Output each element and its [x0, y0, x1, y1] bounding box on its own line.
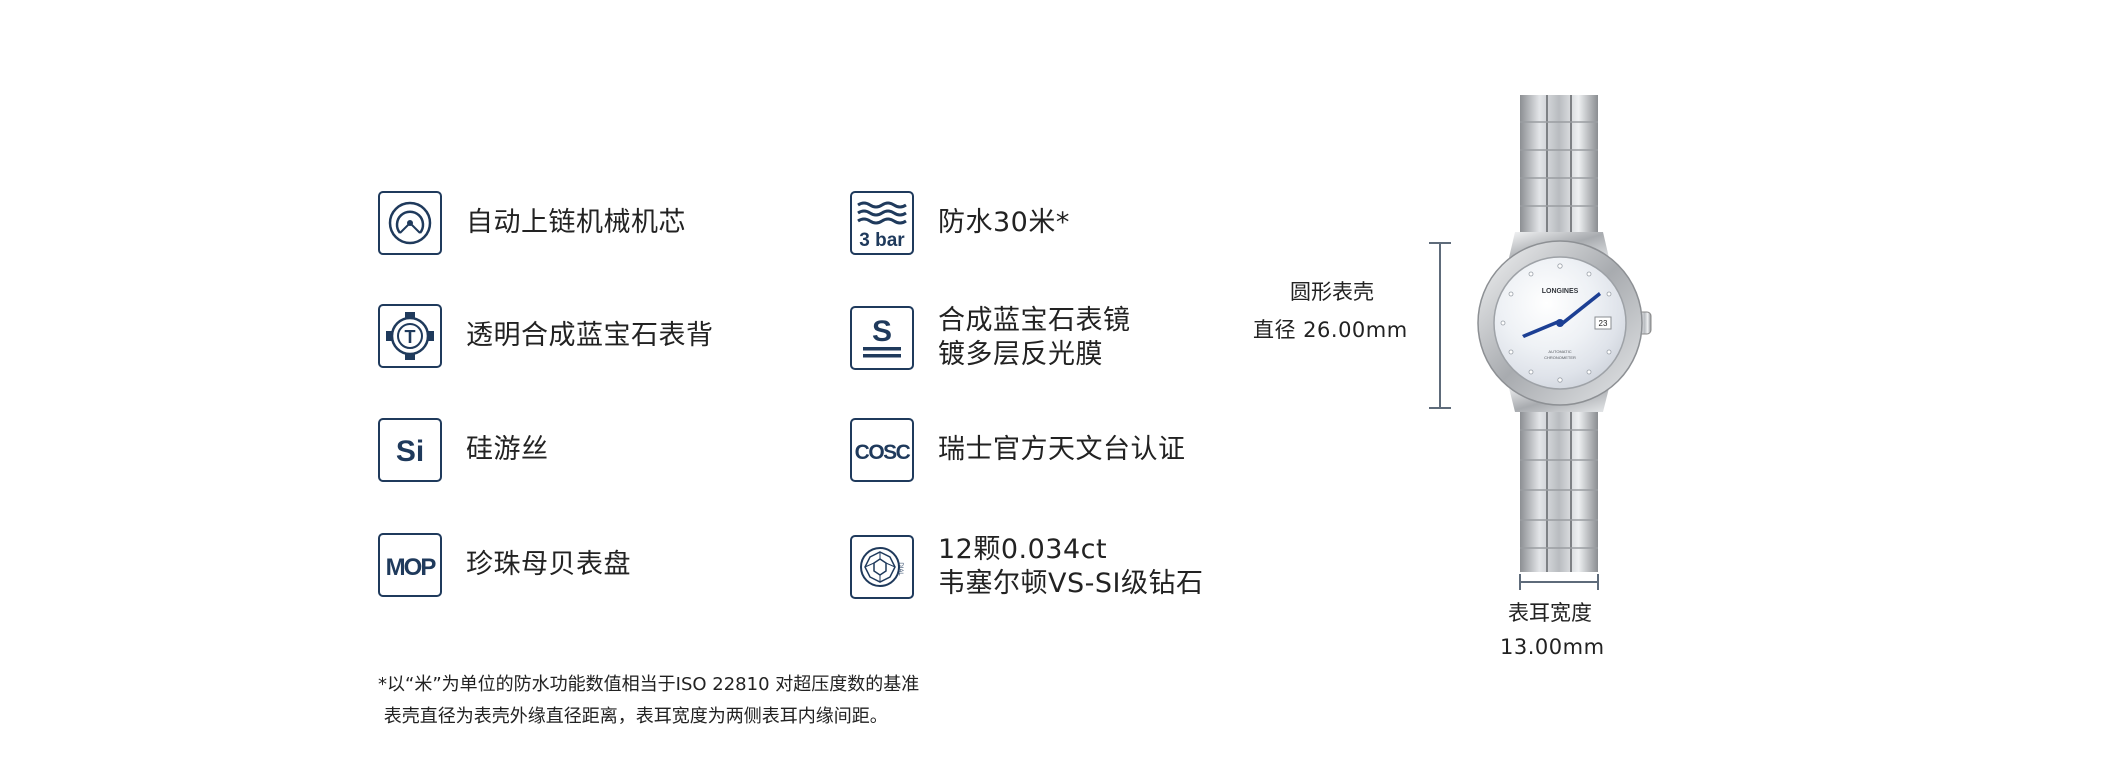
- feature-diamonds: DIAL 12颗0.034ct 韦塞尔顿VS-SI级钻石: [850, 533, 1203, 601]
- feature-line: 自动上链机械机芯: [466, 207, 686, 238]
- icon-text: T: [405, 327, 416, 347]
- diamond-indices: [1500, 263, 1612, 383]
- diamond-icon: DIAL: [850, 535, 914, 599]
- footnote-water-resistance: *以“米”为单位的防水功能数值相当于ISO 22810 对超压度数的基准: [378, 674, 920, 695]
- crown: [1637, 311, 1652, 335]
- lug-width-dimension-line: [1519, 574, 1599, 590]
- brand-logo-text: LONGINES: [1542, 288, 1579, 295]
- lug-width-label: 表耳宽度: [1508, 601, 1592, 625]
- feature-line: 硅游丝: [466, 434, 549, 465]
- feature-line: 透明合成蓝宝石表背: [466, 320, 714, 351]
- icon-text: MOP: [386, 554, 437, 581]
- feature-cosc: COSC 瑞士官方天文台认证: [850, 418, 1186, 482]
- icon-text: Si: [396, 435, 424, 468]
- water-3bar-icon: 3 bar: [850, 191, 914, 255]
- feature-text: 珍珠母贝表盘: [466, 548, 631, 582]
- feature-automatic-movement: 自动上链机械机芯: [378, 191, 686, 255]
- feature-silicon-hairspring: Si 硅游丝: [378, 418, 549, 482]
- feature-text: 自动上链机械机芯: [466, 206, 686, 240]
- lug-width-value: 13.00mm: [1500, 635, 1605, 659]
- case-shape-label: 圆形表壳: [1290, 280, 1374, 304]
- feature-line: 镀多层反光膜: [938, 339, 1103, 370]
- feature-text: 防水30米*: [938, 206, 1070, 240]
- watch-case: [1477, 240, 1643, 406]
- case-diameter-dimension-line: [1429, 242, 1451, 409]
- feature-line: 12颗0.034ct: [938, 534, 1108, 565]
- case-diameter-value: 直径 26.00mm: [1253, 318, 1408, 342]
- bracelet-upper: [1520, 95, 1598, 245]
- rotor-icon: [378, 191, 442, 255]
- icon-text: DIAL: [897, 562, 903, 576]
- mop-dial-icon: MOP: [378, 533, 442, 597]
- feature-line: 瑞士官方天文台认证: [938, 434, 1186, 465]
- feature-text: 合成蓝宝石表镜 镀多层反光膜: [938, 304, 1131, 372]
- dial-text-chronometer: CHRONOMETER: [1544, 355, 1576, 360]
- feature-transparent-caseback: T 透明合成蓝宝石表背: [378, 304, 714, 368]
- silicon-hairspring-icon: Si: [378, 418, 442, 482]
- feature-mop-dial: MOP 珍珠母贝表盘: [378, 533, 631, 597]
- sapphire-crystal-icon: S: [850, 306, 914, 370]
- feature-line: 合成蓝宝石表镜: [938, 305, 1131, 336]
- bracelet-lower: [1520, 400, 1598, 572]
- transparent-caseback-icon: T: [378, 304, 442, 368]
- dial-text-automatic: AUTOMATIC: [1548, 349, 1571, 354]
- icon-text: 3 bar: [859, 230, 905, 251]
- footnote-dimensions: 表壳直径为表壳外缘直径距离，表耳宽度为两侧表耳内缘间距。: [378, 706, 888, 727]
- cosc-icon: COSC: [850, 418, 914, 482]
- feature-water-resistance: 3 bar 防水30米*: [850, 191, 1070, 255]
- watch-hands: [1522, 292, 1601, 338]
- feature-text: 12颗0.034ct 韦塞尔顿VS-SI级钻石: [938, 533, 1203, 601]
- feature-sapphire-crystal: S 合成蓝宝石表镜 镀多层反光膜: [850, 304, 1131, 372]
- feature-line: 韦塞尔顿VS-SI级钻石: [938, 568, 1204, 599]
- feature-text: 硅游丝: [466, 433, 549, 467]
- icon-text: S: [872, 315, 892, 348]
- date-window: 23: [1599, 319, 1608, 328]
- icon-text: COSC: [855, 441, 911, 464]
- feature-text: 瑞士官方天文台认证: [938, 433, 1186, 467]
- feature-line: 防水30米*: [938, 207, 1070, 238]
- feature-text: 透明合成蓝宝石表背: [466, 319, 714, 353]
- feature-line: 珍珠母贝表盘: [466, 549, 631, 580]
